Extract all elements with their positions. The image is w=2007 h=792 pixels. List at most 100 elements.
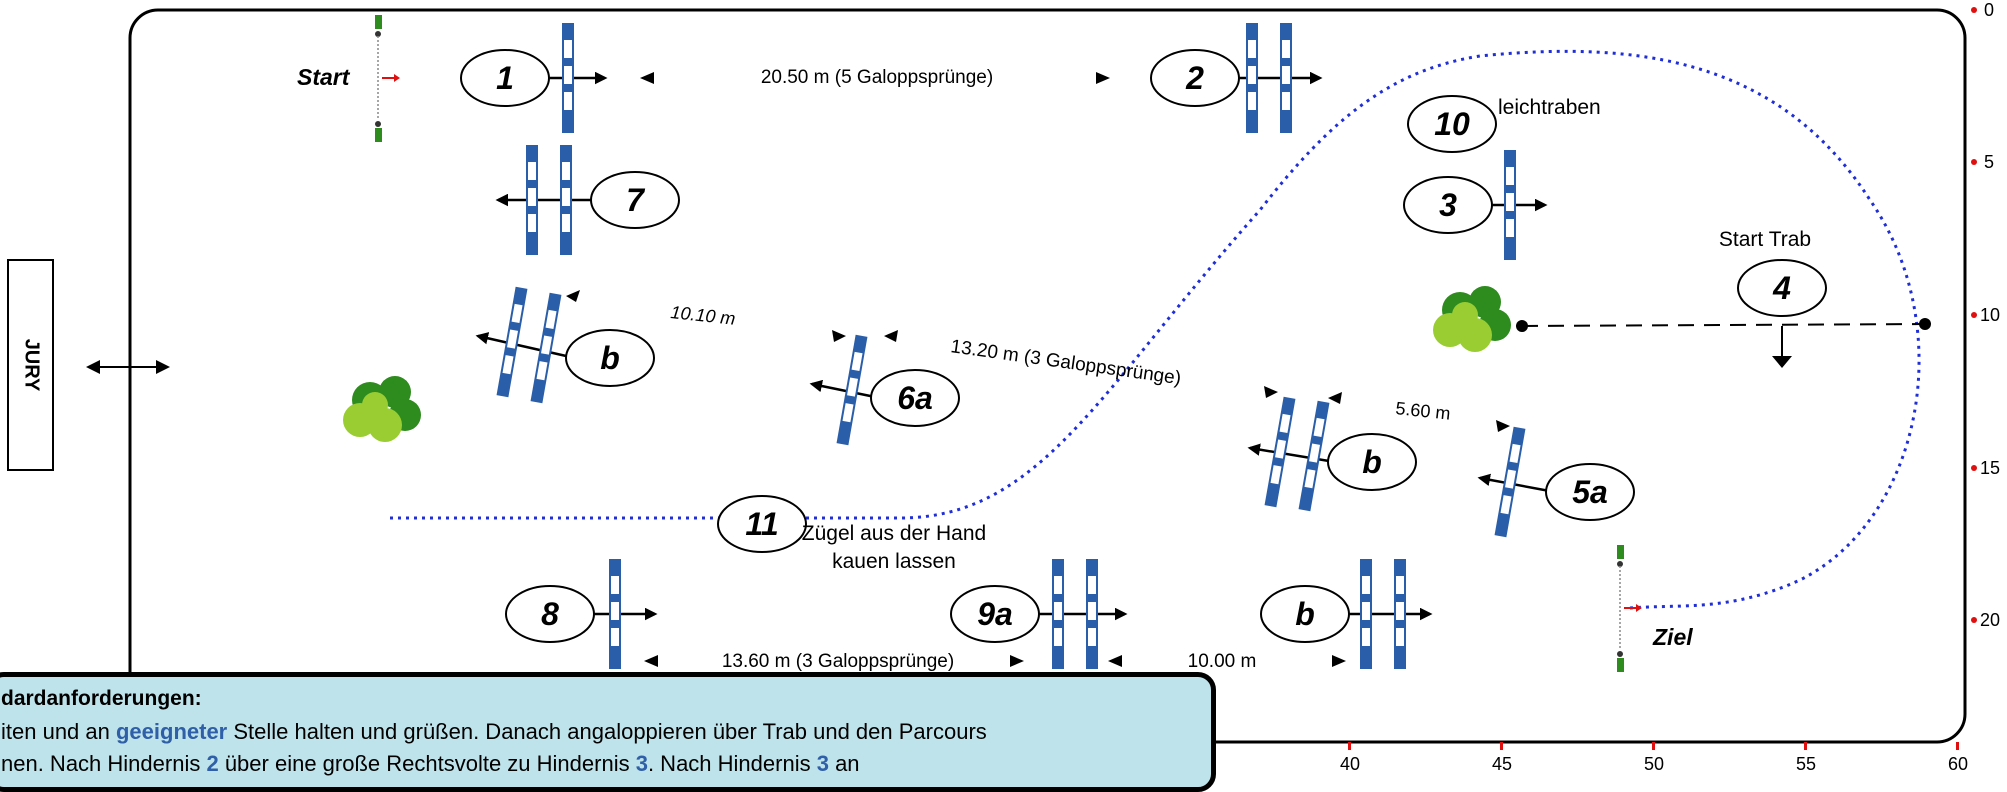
course-diagram: JURY 0 5 10 15 20 35 40 45 50 55 60	[7, 0, 2000, 772]
obstacle-number-oval	[1260, 585, 1350, 643]
distance-8-9a: 13.60 m (3 Galoppsprünge)	[722, 651, 954, 672]
annotation-zuegel-line1: Zügel aus der Hand	[802, 522, 986, 545]
jump-rail	[1052, 559, 1064, 669]
obstacle-number-oval	[1407, 95, 1497, 153]
distance-6a-6b-marker-2	[884, 330, 898, 342]
distance-8-9a-marker-right	[1010, 655, 1024, 667]
scale-bottom: 35 40 45 50 55 60	[1188, 742, 1968, 772]
distance-8-9a-marker-left	[644, 655, 658, 667]
jump-rail	[1394, 559, 1406, 669]
obstacle-number-label: 10	[1434, 106, 1470, 142]
obstacle-number-label: 8	[541, 596, 559, 632]
jump-rail	[1264, 396, 1296, 508]
obstacle-number-label: 7	[626, 182, 646, 218]
direction-arrow	[1247, 443, 1336, 464]
jump-rail	[1360, 559, 1372, 669]
jump-rail	[1280, 23, 1292, 133]
obstacle-number-label: 5a	[1572, 474, 1608, 510]
obstacle-number-label: 11	[745, 506, 778, 542]
obstacle-number-label: b	[1362, 444, 1382, 480]
finish-label: Ziel	[1652, 624, 1693, 650]
distance-5b-5a-marker-1	[1264, 386, 1278, 398]
distance-9a-9b-marker-left	[1108, 655, 1122, 667]
obstacle-10: 8	[505, 559, 658, 669]
scale-bottom-45: 45	[1492, 754, 1512, 772]
jump-rail	[530, 292, 562, 404]
distance-5b-5a: 5.60 m	[1395, 398, 1452, 424]
obstacle-11: 9a	[950, 559, 1128, 669]
obstacle-number-oval	[505, 585, 595, 643]
obstacle-number-oval	[1545, 463, 1635, 521]
annotation-zuegel-line2: kauen lassen	[832, 550, 956, 573]
obstacle-number-label: b	[600, 340, 620, 376]
jump-rail	[526, 145, 538, 255]
scale-bottom-50: 50	[1644, 754, 1664, 772]
requirements-box: dardanforderungen: iten und an geeignete…	[0, 672, 1216, 792]
obstacle-2: 2	[1150, 23, 1323, 133]
obstacle-number-label: 3	[1439, 187, 1457, 223]
distance-1-2: 20.50 m (5 Galoppsprünge)	[761, 67, 993, 88]
scale-right: 0 5 10 15 20	[1971, 0, 2000, 630]
jump-rail	[1504, 150, 1516, 260]
scale-bottom-60: 60	[1948, 754, 1968, 772]
obstacle-14: 11	[717, 495, 807, 553]
tree-icon-right	[1433, 286, 1511, 352]
requirements-line-2: nen. Nach Hindernis 2 über eine große Re…	[1, 751, 860, 777]
jump-rail	[1086, 559, 1098, 669]
finish-flags	[1617, 545, 1642, 672]
obstacle-number-oval	[1737, 259, 1827, 317]
jump-rail	[560, 145, 572, 255]
obstacle-number-label: b	[1295, 596, 1315, 632]
distance-7b-6a: 10.10 m	[670, 302, 737, 329]
requirements-highlight-2: 2	[206, 751, 219, 776]
jury-box: JURY	[7, 259, 54, 471]
requirements-highlight-3b: 3	[816, 751, 829, 776]
obstacle-1: 1	[460, 23, 608, 133]
jump-rail	[609, 559, 621, 669]
obstacle-12: b	[1260, 559, 1433, 669]
requirements-line-2-e: . Nach Hindernis	[647, 751, 817, 776]
scale-right-0: 0	[1984, 0, 1994, 20]
requirements-title: dardanforderungen:	[1, 687, 202, 710]
jump-rail	[496, 286, 528, 398]
jury-label: JURY	[21, 339, 43, 392]
requirements-line-2-g: an	[828, 751, 860, 776]
start-flags	[375, 15, 400, 142]
distance-6a-6b-marker-1	[832, 330, 846, 342]
scale-bottom-55: 55	[1796, 754, 1816, 772]
obstacle-5: 5a	[1477, 426, 1635, 538]
jury-arrow	[86, 360, 170, 374]
requirements-line-1: iten und an geeigneter Stelle halten und…	[1, 719, 987, 745]
jump-rail	[1246, 23, 1258, 133]
annotation-leichttraben: leichtraben	[1498, 96, 1601, 119]
distance-9a-9b-marker-right	[1332, 655, 1346, 667]
obstacle-3: 3	[1403, 150, 1548, 260]
scale-right-20: 20	[1980, 610, 2000, 630]
obstacle-number-oval	[717, 495, 807, 553]
direction-arrow	[1477, 473, 1556, 494]
distance-9a-9b: 10.00 m	[1188, 651, 1257, 672]
distance-1-2-marker-right	[1096, 72, 1110, 84]
obstacle-9: 7	[495, 145, 680, 255]
obstacle-number-oval	[1327, 433, 1417, 491]
obstacle-7: 6a	[809, 334, 960, 446]
direction-arrow	[475, 332, 576, 360]
obstacle-number-oval	[1403, 176, 1493, 234]
requirements-highlight-geeigneter: geeigneter	[115, 719, 228, 744]
jump-rail	[562, 23, 574, 133]
distance-7b-6a-marker	[566, 290, 580, 302]
obstacle-8: b	[475, 286, 655, 404]
distance-5b-5a-marker-2	[1328, 392, 1342, 404]
obstacle-number-oval	[950, 585, 1040, 643]
jump-rail	[1298, 400, 1330, 512]
distance-5b-5a-marker-3	[1496, 420, 1510, 432]
requirements-highlight-3a: 3	[635, 751, 648, 776]
obstacle-6: b	[1247, 396, 1417, 512]
obstacle-number-oval	[590, 171, 680, 229]
obstacle-number-oval	[870, 369, 960, 427]
distance-1-2-marker-left	[640, 72, 654, 84]
requirements-line-1-c: Stelle halten und grüßen. Danach angalop…	[227, 719, 987, 744]
requirements-line-2-a: nen. Nach Hindernis	[1, 751, 207, 776]
start-trot-label: Start Trab	[1719, 228, 1811, 251]
requirements-line-1-a: iten und an	[1, 719, 116, 744]
